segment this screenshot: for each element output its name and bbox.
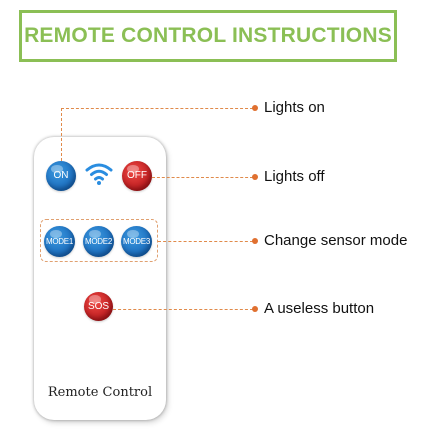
lights-off-leader — [152, 177, 253, 178]
mode1-button[interactable]: MODE1 — [44, 226, 75, 257]
sos-button[interactable]: SOS — [84, 292, 113, 321]
lights-on-callout: Lights on — [264, 99, 325, 116]
lights-off-callout: Lights off — [264, 168, 325, 185]
remote-label: Remote Control — [47, 385, 153, 400]
mode3-button[interactable]: MODE3 — [121, 226, 152, 257]
mode3-button-label: MODE3 — [123, 236, 150, 246]
on-button-label: ON — [53, 170, 69, 181]
wifi-icon — [85, 163, 113, 185]
on-button[interactable]: ON — [46, 161, 76, 191]
lights-off-dot — [252, 174, 258, 180]
off-button-label: OFF — [127, 170, 147, 181]
off-button[interactable]: OFF — [122, 161, 152, 191]
useless-callout: A useless button — [264, 300, 375, 317]
lights-on-dot — [252, 105, 258, 111]
lights-on-leader-vertical — [61, 108, 62, 161]
sos-button-label: SOS — [87, 300, 110, 312]
mode2-button-label: MODE2 — [85, 236, 112, 246]
useless-dot — [252, 306, 258, 312]
banner-title: REMOTE CONTROL INSTRUCTIONS — [24, 24, 392, 47]
title-banner: REMOTE CONTROL INSTRUCTIONS — [19, 10, 397, 62]
change-mode-leader — [158, 241, 253, 242]
mode1-button-label: MODE1 — [46, 236, 73, 246]
mode-buttons-group — [40, 219, 158, 262]
change-mode-dot — [252, 238, 258, 244]
mode2-button[interactable]: MODE2 — [83, 226, 114, 257]
useless-leader — [113, 309, 253, 310]
change-mode-callout: Change sensor mode — [264, 232, 408, 249]
lights-on-leader — [61, 108, 253, 109]
